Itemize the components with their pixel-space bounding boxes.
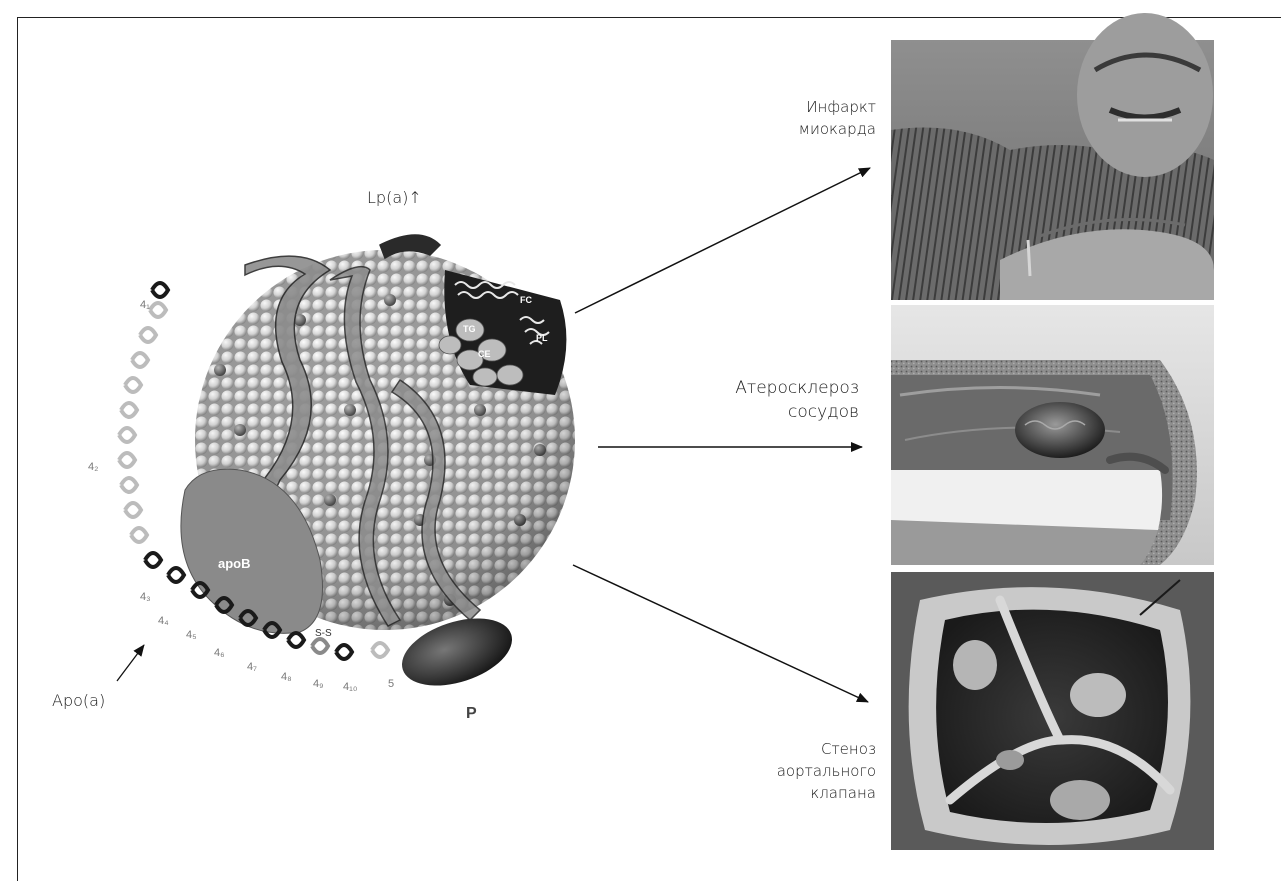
kringle-4-7-label: 4₇ [247,661,257,673]
outcome-stenosis-label: Стеноз аортального клапана [734,738,876,804]
kringle-4-6-label: 4₆ [214,647,225,659]
outcome-stenosis-line1: Стеноз [734,738,876,760]
lpa-particle: apoB P S-S FC TG CE PL [88,235,575,722]
kringle-4-9-label: 4₉ [313,678,323,690]
apob-label: apoB [218,556,251,571]
kringle-4-3-label: 4₃ [140,591,151,603]
outcome-infarction-line2: миокарда [734,118,876,140]
kringle-4-8-label: 4₈ [281,671,292,683]
tg-label: TG [463,324,476,334]
outcome-stenosis-line3: клапана [734,782,876,804]
fc-label: FC [520,295,532,305]
outcome-atherosclerosis-label: Атеросклероз сосудов [660,376,859,424]
ce-label: CE [478,349,491,359]
pl-label: PL [536,333,548,343]
lpa-label: Lp(a)↑ [367,187,422,209]
kringle-4-4-label: 4₄ [158,615,169,627]
outcome-atherosclerosis-line1: Атеросклероз [660,376,859,400]
aortic-stenosis-photo [891,572,1214,850]
disulfide-label: S-S [315,628,332,639]
protease-label: P [466,705,477,722]
apoa-label: Apo(a) [52,690,105,712]
arrow-to-stenosis [573,565,868,702]
outcome-infarction-line1: Инфаркт [734,96,876,118]
outcome-infarction-label: Инфаркт миокарда [734,96,876,140]
kringle-4-5-label: 4₅ [186,629,197,641]
kringle-4-2-label: 4₂ [88,461,98,473]
apoa-pointer-arrow [117,645,144,681]
kringle-4-1-label: 4₁ [140,299,150,311]
kringle-5-label: 5 [388,678,394,690]
atherosclerosis-photo [891,305,1214,565]
kringle-4-10-label: 4₁₀ [343,681,357,693]
outcome-atherosclerosis-line2: сосудов [660,400,859,424]
outcome-stenosis-line2: аортального [734,760,876,782]
myocardial-infarction-photo [891,13,1214,300]
arrow-to-infarction [575,168,870,313]
